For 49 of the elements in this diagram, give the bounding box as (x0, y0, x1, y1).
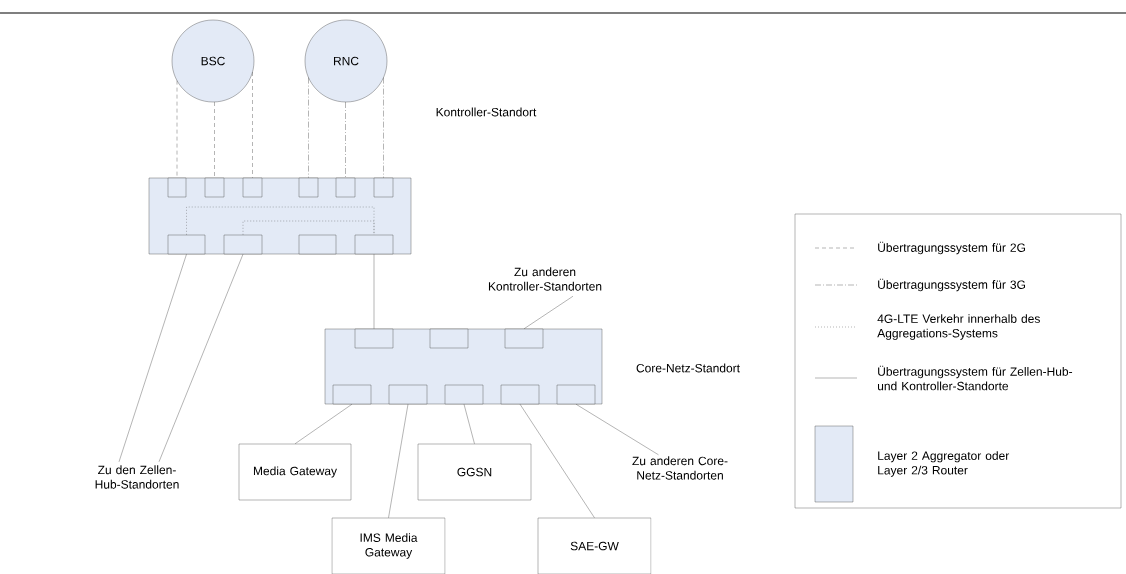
connection-line (388, 404, 409, 518)
connection-line (242, 220, 375, 235)
connection-line (176, 80, 178, 178)
connection-line (575, 404, 659, 455)
legend-text: 4G-LTE Verkehr innerhalb des Aggregations-Systems (877, 314, 1040, 340)
port-box (167, 177, 187, 198)
destination-label: Zu den Zellen-Hub-Standorten (95, 465, 179, 489)
site-label: Core-Netz-Standort (636, 363, 740, 373)
connection-line (463, 404, 475, 444)
legend-text: Übertragungssystem für 2G (878, 241, 1025, 255)
port-box (388, 384, 428, 405)
port-box (204, 177, 225, 198)
network-element-box: IMS Media Gateway (331, 517, 446, 574)
connection-line (308, 77, 309, 178)
connection-line (294, 404, 353, 444)
connection-line (158, 254, 244, 462)
port-box (242, 177, 263, 198)
port-box (429, 328, 469, 349)
port-box (504, 328, 544, 349)
network-element-box: GGSN (417, 443, 532, 501)
connection-line (214, 101, 215, 178)
port-box (332, 384, 372, 405)
connection-line (523, 296, 574, 329)
port-box (354, 234, 394, 255)
network-element-box: Media Gateway (238, 443, 352, 501)
site-label: Kontroller-Standort (436, 107, 537, 117)
port-box (298, 177, 319, 198)
connection-line (519, 404, 595, 518)
connection-line (345, 101, 346, 178)
port-box (556, 384, 596, 405)
port-box (298, 234, 337, 255)
port-box (335, 177, 356, 198)
connection-line (252, 71, 253, 178)
network-element-box: SAE-GW (537, 517, 652, 574)
destination-label: Zu anderen Core-Netz-Standorten (632, 456, 728, 480)
destination-label: Zu anderen Kontroller-Standorten (488, 267, 602, 291)
port-box (500, 384, 540, 405)
connection-line (373, 254, 375, 329)
legend-text: Layer 2 Aggregator oder Layer 2/3 Router (878, 451, 1010, 477)
connection-line (383, 77, 384, 178)
port-box (354, 328, 394, 349)
port-box (223, 234, 263, 255)
port-box (444, 384, 484, 405)
connection-line (186, 206, 375, 235)
port-box (373, 177, 394, 198)
legend-text: Übertragungssystem für 3G (878, 278, 1025, 292)
connection-line (118, 254, 187, 462)
legend-text: Übertragungssystem für Zellen-Hub- und Kontroller-Standorte (878, 365, 1073, 391)
port-box (167, 234, 206, 255)
